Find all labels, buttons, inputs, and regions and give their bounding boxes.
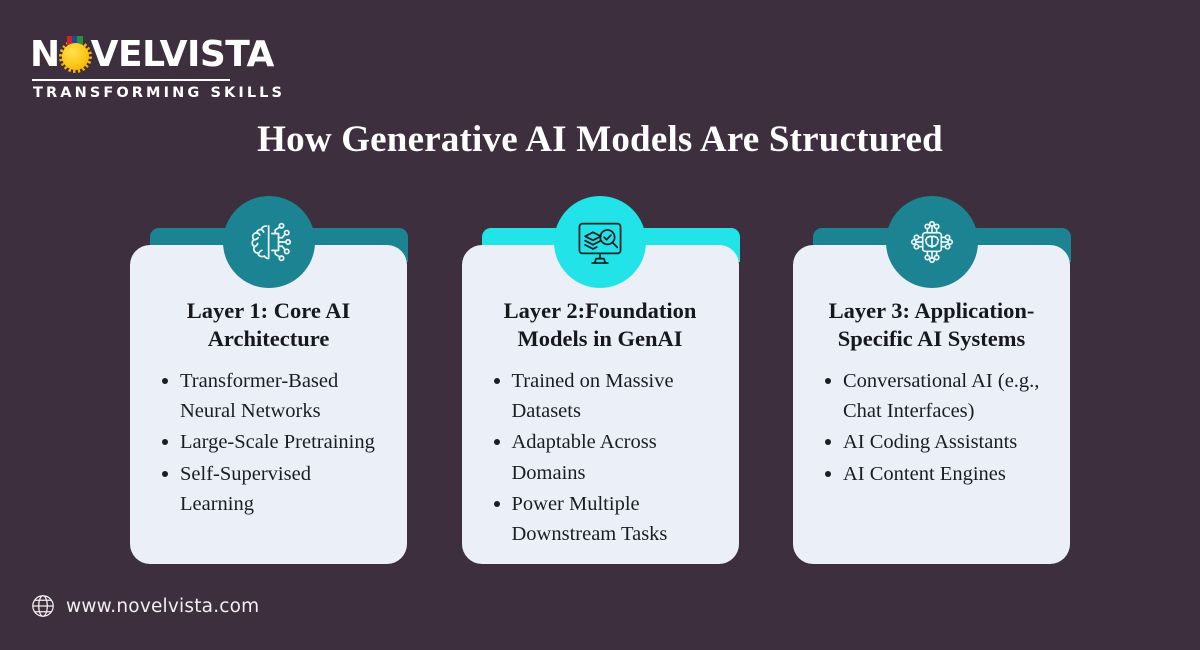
card-bullets-2: Trained on Massive Datasets Adaptable Ac… (478, 366, 723, 550)
list-item: AI Content Engines (823, 459, 1050, 489)
sunburst-medal-icon (58, 36, 92, 74)
page-title: How Generative AI Models Are Structured (257, 119, 943, 160)
globe-icon (32, 595, 54, 617)
brand-wordmark: N VELVISTA (30, 36, 290, 74)
card-title-2: Layer 2:Foundation Models in GenAI (503, 298, 697, 352)
list-item: Self-Supervised Learning (160, 459, 387, 520)
brand-name-rest: VELVISTA (90, 34, 275, 75)
medal-ribbon (66, 36, 83, 45)
brand-divider (32, 79, 230, 81)
list-item: Power Multiple Downstream Tasks (492, 489, 719, 550)
card-bullets-1: Transformer-Based Neural Networks Large-… (146, 366, 391, 520)
card-badge-1 (222, 196, 315, 288)
brain-circuit-icon (250, 222, 291, 262)
card-badge-3 (885, 196, 978, 288)
card-panel-3: Layer 3: Application-Specific AI Systems… (793, 245, 1070, 564)
layer-card-2: Layer 2:Foundation Models in GenAI Train… (461, 196, 740, 564)
ai-chip-brain-icon (910, 220, 953, 264)
brand-logo: N VELVISTA TRANSFORMING SKILLS (30, 36, 290, 101)
layer-card-1: Layer 1: Core AI Architecture Transforme… (130, 196, 408, 564)
card-panel-2: Layer 2:Foundation Models in GenAI Train… (461, 245, 739, 564)
card-title-3: Layer 3: Application-Specific AI Systems (828, 298, 1035, 352)
list-item: Transformer-Based Neural Networks (160, 366, 387, 427)
list-item: Adaptable Across Domains (492, 427, 719, 488)
card-bullets-3: Conversational AI (e.g., Chat Interfaces… (809, 366, 1054, 489)
list-item: AI Coding Assistants (823, 427, 1050, 457)
monitor-search-layers-icon (578, 222, 622, 264)
card-badge-2 (554, 196, 646, 288)
card-title-1: Layer 1: Core AI Architecture (186, 298, 351, 352)
brand-name-first: N (30, 34, 60, 75)
medal-sun (58, 40, 92, 73)
brand-tagline: TRANSFORMING SKILLS (33, 85, 286, 101)
footer: www.novelvista.com (31, 594, 259, 618)
card-panel-1: Layer 1: Core AI Architecture Transforme… (130, 245, 407, 564)
list-item: Conversational AI (e.g., Chat Interfaces… (823, 366, 1050, 427)
website-url: www.novelvista.com (66, 595, 260, 617)
layer-card-3: Layer 3: Application-Specific AI Systems… (793, 196, 1071, 564)
list-item: Large-Scale Pretraining (160, 427, 387, 457)
list-item: Trained on Massive Datasets (492, 366, 719, 427)
layer-card-list: Layer 1: Core AI Architecture Transforme… (130, 196, 1071, 564)
